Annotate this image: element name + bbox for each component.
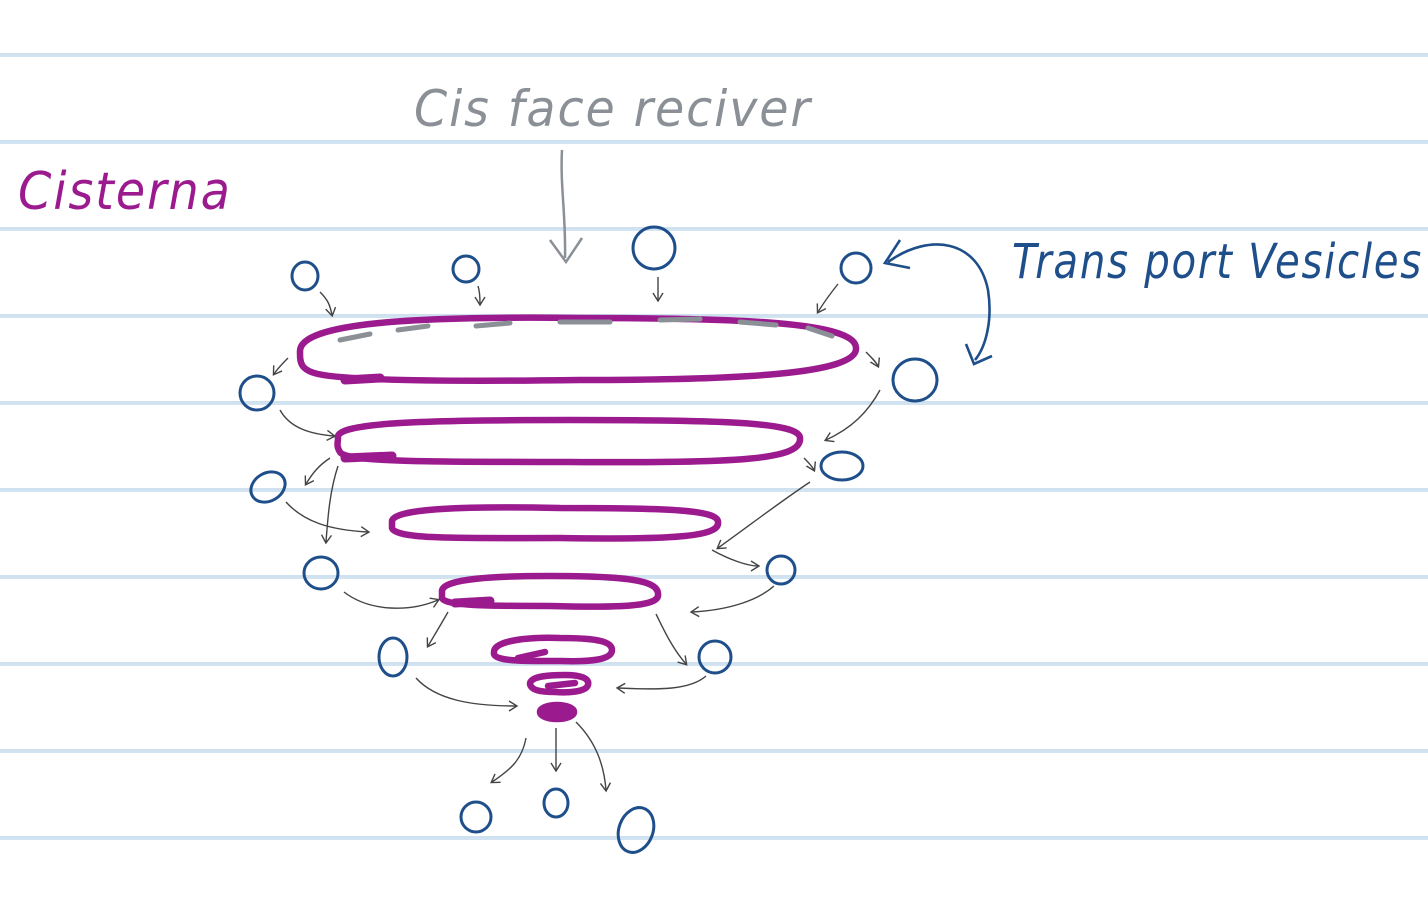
cisterna-1-thick [340,373,385,385]
cisterna-5-inner [514,648,549,662]
vesicle [290,260,320,292]
cisterna-6-inner [544,679,579,690]
cisterna-3 [388,504,722,542]
label-transport-vesicles: Trans port Vesicles [1012,234,1423,290]
cisterna-7 [536,701,578,723]
cis-face-arrowhead [548,237,584,265]
cisterna-6 [526,671,592,696]
transport-arrows [272,277,881,793]
vesicles [238,225,939,854]
vesicle [451,254,481,284]
cis-face-dashes [337,316,835,343]
vesicle [377,636,409,678]
transport-bracket-arrow [887,243,991,361]
vesicle [765,554,797,586]
cisterna-4-thick [450,596,495,608]
label-cis-face-reciver: Cis face reciver [414,80,812,138]
vesicle [249,470,287,504]
cisterna-2 [334,416,804,466]
vesicle [542,787,570,819]
cisterna-2-thick [340,451,397,463]
vesicle [302,555,340,591]
cisterna-5 [490,634,616,665]
vesicle [891,357,939,403]
cisterna-4 [438,572,662,610]
vesicle [697,639,733,675]
transport-bracket-head-bottom [964,343,993,366]
vesicle [839,251,873,285]
cisternae [296,314,860,723]
vesicle [819,450,865,482]
transport-bracket-head-top [882,239,911,270]
label-cisterna: Cisterna [18,162,232,222]
vesicle [238,374,276,412]
vesicle [631,225,677,271]
cis-face-arrow [560,149,567,259]
vesicle [459,800,493,834]
vesicle [616,806,656,854]
